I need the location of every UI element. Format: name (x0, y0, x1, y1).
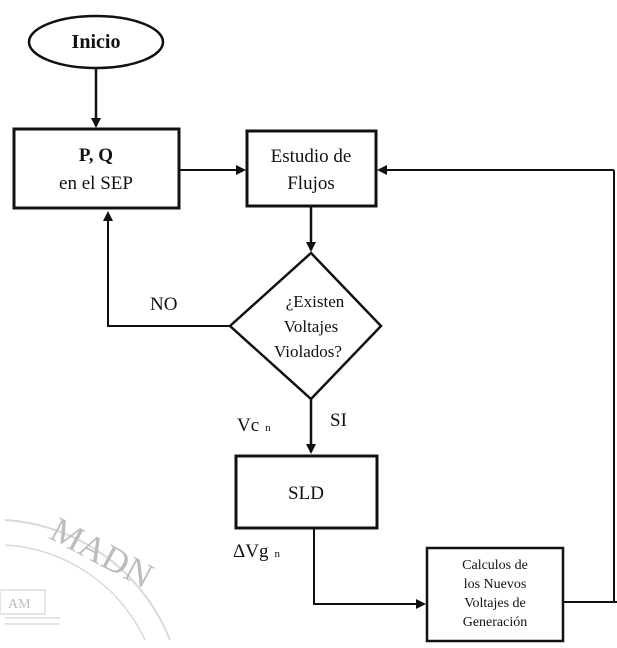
vc-label-sub: n (265, 422, 271, 434)
dvg-label-sub: n (274, 548, 280, 560)
seal-watermark-plaque: AM (8, 597, 31, 612)
decision-diamond: ¿Existen Voltajes Violados? (228, 251, 383, 401)
arrow-no-to-pq (103, 211, 230, 327)
arrow-sld-to-new-voltages (313, 528, 426, 609)
flow-study-box: Estudio de Flujos (245, 129, 378, 208)
sld-label: SLD (288, 483, 324, 504)
new-voltages-line2: los Nuevos (464, 577, 527, 592)
flow-study-label-line2: Flujos (287, 173, 335, 194)
yes-label: SI (330, 410, 347, 431)
pq-box: P, Q en el SEP (12, 127, 181, 210)
new-voltages-line4: Generación (463, 615, 528, 630)
decision-label-line2: Voltajes (284, 317, 338, 336)
no-label: NO (150, 294, 177, 315)
new-voltages-line3: Voltajes de (464, 596, 526, 611)
flow-study-label-line1: Estudio de (271, 146, 352, 167)
pq-label-line2: en el SEP (59, 173, 133, 194)
dvg-label-main: ΔVg (233, 541, 269, 562)
seal-watermark: MADN AM (0, 509, 171, 641)
start-label: Inicio (72, 31, 121, 53)
vc-label-main: Vc (237, 415, 259, 436)
pq-label-line1: P, Q (79, 145, 113, 166)
decision-label-line1: ¿Existen (286, 292, 345, 311)
new-voltages-line1: Calculos de (462, 558, 528, 573)
start-node: Inicio (27, 14, 165, 70)
sld-box: SLD (234, 454, 379, 530)
new-voltages-box: Calculos de los Nuevos Voltajes de Gener… (425, 546, 565, 643)
decision-label-line3: Violados? (274, 342, 342, 361)
